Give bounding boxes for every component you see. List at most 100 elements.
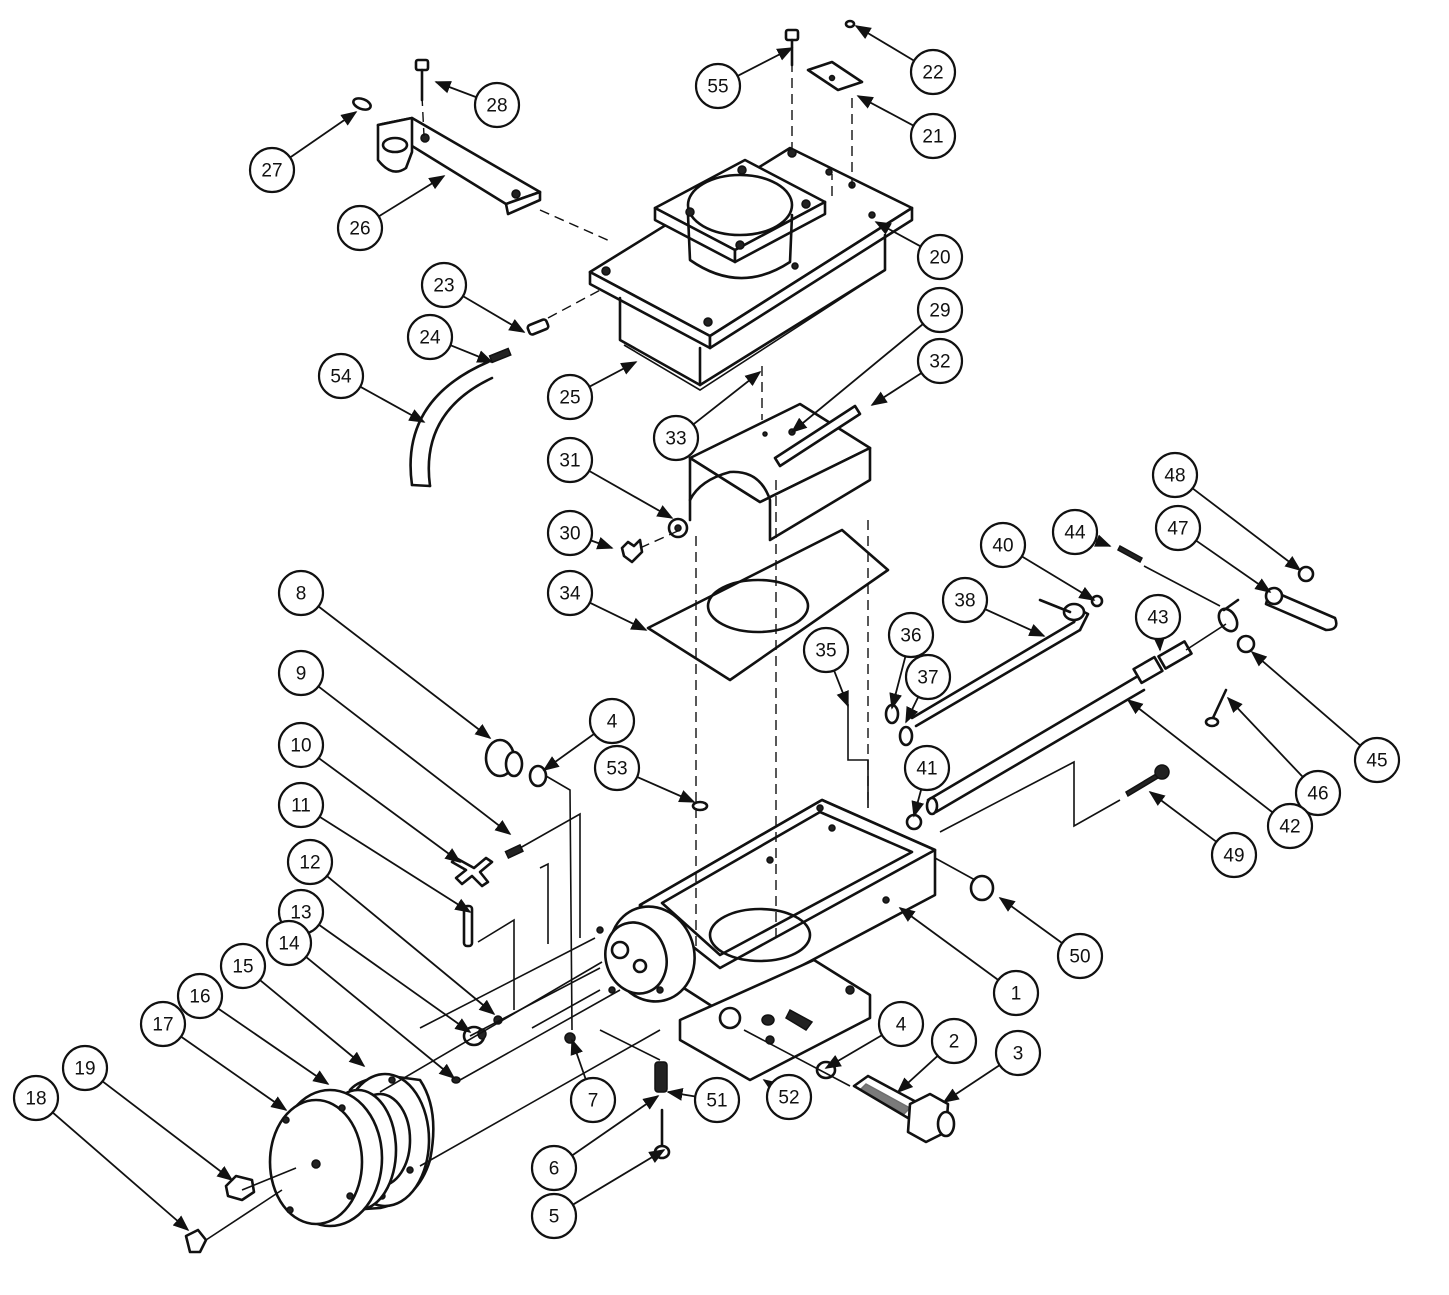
callout-number: 41 bbox=[916, 759, 937, 780]
callout-number: 25 bbox=[559, 388, 580, 409]
callout-number: 51 bbox=[706, 1091, 727, 1112]
callout-balloon bbox=[652, 414, 700, 462]
pin-9 bbox=[504, 843, 524, 860]
leader-line bbox=[542, 733, 595, 771]
leader-line bbox=[870, 372, 923, 406]
callout-balloon bbox=[1294, 769, 1342, 817]
leader-line bbox=[359, 385, 426, 423]
leader-line bbox=[571, 1095, 660, 1157]
leader-line bbox=[692, 370, 762, 426]
leader-line bbox=[874, 221, 922, 248]
callout-41: 41 bbox=[903, 744, 951, 818]
leader-line bbox=[588, 470, 674, 519]
leader-line bbox=[317, 605, 492, 739]
pin-11 bbox=[462, 904, 474, 948]
callout-13: 13 bbox=[277, 888, 472, 1033]
callout-balloon bbox=[61, 1044, 109, 1092]
leader-line bbox=[889, 656, 907, 710]
leader-line bbox=[52, 1111, 190, 1232]
callout-18: 18 bbox=[12, 1074, 190, 1232]
callout-29: 29 bbox=[790, 286, 964, 434]
callout-balloon bbox=[219, 942, 267, 990]
leader-line bbox=[905, 696, 920, 724]
leader-line bbox=[737, 47, 794, 77]
callout-number: 36 bbox=[900, 626, 921, 647]
callout-number: 50 bbox=[1069, 947, 1090, 968]
callout-balloon bbox=[546, 436, 594, 484]
fitting-24 bbox=[488, 347, 512, 364]
callout-53: 53 bbox=[593, 744, 696, 803]
callout-9: 9 bbox=[277, 649, 512, 835]
callout-number: 48 bbox=[1164, 466, 1185, 487]
callout-number: 4 bbox=[896, 1015, 907, 1036]
star-washer-30 bbox=[620, 538, 644, 564]
callout-number: 16 bbox=[189, 987, 210, 1008]
washer-53 bbox=[691, 800, 709, 812]
leader-line bbox=[1250, 650, 1361, 747]
callout-51: 51 bbox=[666, 1076, 741, 1124]
callout-balloon bbox=[994, 1029, 1042, 1077]
pin-40 bbox=[1038, 594, 1104, 622]
callout-6: 6 bbox=[530, 1095, 660, 1192]
callout-balloon bbox=[1353, 736, 1401, 784]
callout-34: 34 bbox=[546, 569, 648, 631]
top-flange bbox=[653, 158, 827, 280]
top-housing-box bbox=[618, 233, 887, 391]
callout-balloon bbox=[693, 1076, 741, 1124]
callout-30: 30 bbox=[546, 509, 614, 557]
leader-line bbox=[289, 111, 358, 159]
callout-balloon bbox=[802, 626, 850, 674]
leader-line bbox=[1094, 534, 1112, 547]
callout-balloon bbox=[286, 838, 334, 886]
callout-balloon bbox=[277, 721, 325, 769]
callout-number: 1 bbox=[1011, 984, 1022, 1005]
leader-line bbox=[896, 1055, 939, 1094]
callout-balloon bbox=[877, 1000, 925, 1048]
fitting-3 bbox=[906, 1092, 956, 1144]
callout-number: 46 bbox=[1307, 784, 1328, 805]
leader-line bbox=[984, 608, 1046, 637]
callout-number: 8 bbox=[296, 584, 307, 605]
callout-number: 52 bbox=[778, 1088, 799, 1109]
callout-33: 33 bbox=[652, 370, 762, 462]
callout-balloon bbox=[1051, 508, 1099, 556]
screw-28 bbox=[414, 58, 430, 102]
callout-balloon bbox=[546, 569, 594, 617]
callout-balloon bbox=[406, 313, 454, 361]
callout-48: 48 bbox=[1151, 451, 1302, 571]
callout-balloon bbox=[1151, 451, 1199, 499]
callout-balloon bbox=[1154, 504, 1202, 552]
callout-balloon bbox=[1210, 831, 1258, 879]
callout-balloon bbox=[277, 569, 325, 617]
callout-number: 38 bbox=[954, 591, 975, 612]
callout-12: 12 bbox=[286, 838, 496, 1016]
pin-27 bbox=[352, 97, 372, 111]
callout-balloon bbox=[903, 744, 951, 792]
callout-number: 49 bbox=[1223, 846, 1244, 867]
callout-balloon bbox=[530, 1192, 578, 1240]
leader-line bbox=[434, 81, 477, 99]
tube-54 bbox=[409, 360, 494, 488]
callout-44: 44 bbox=[1051, 508, 1112, 556]
callout-number: 19 bbox=[74, 1059, 95, 1080]
callout-balloon bbox=[916, 286, 964, 334]
callout-number: 34 bbox=[559, 584, 581, 605]
pin-7 bbox=[564, 1032, 576, 1044]
main-base bbox=[638, 798, 937, 1082]
callout-number: 22 bbox=[922, 63, 943, 84]
callout-32: 32 bbox=[870, 337, 964, 406]
callout-balloon bbox=[277, 649, 325, 697]
leader-line bbox=[1191, 487, 1302, 571]
leader-line bbox=[1226, 696, 1304, 778]
leader-line bbox=[101, 1080, 234, 1181]
callout-number: 24 bbox=[419, 328, 441, 349]
callout-number: 13 bbox=[290, 903, 311, 924]
leader-line bbox=[911, 788, 925, 818]
callout-balloon bbox=[593, 744, 641, 792]
leader-line bbox=[998, 897, 1063, 944]
nut-48 bbox=[1297, 565, 1315, 583]
callout-50: 50 bbox=[998, 897, 1104, 980]
callout-11: 11 bbox=[277, 781, 472, 913]
part-callouts: 5522282127262023292432542533313040444847… bbox=[12, 25, 1401, 1240]
callout-49: 49 bbox=[1148, 791, 1258, 879]
